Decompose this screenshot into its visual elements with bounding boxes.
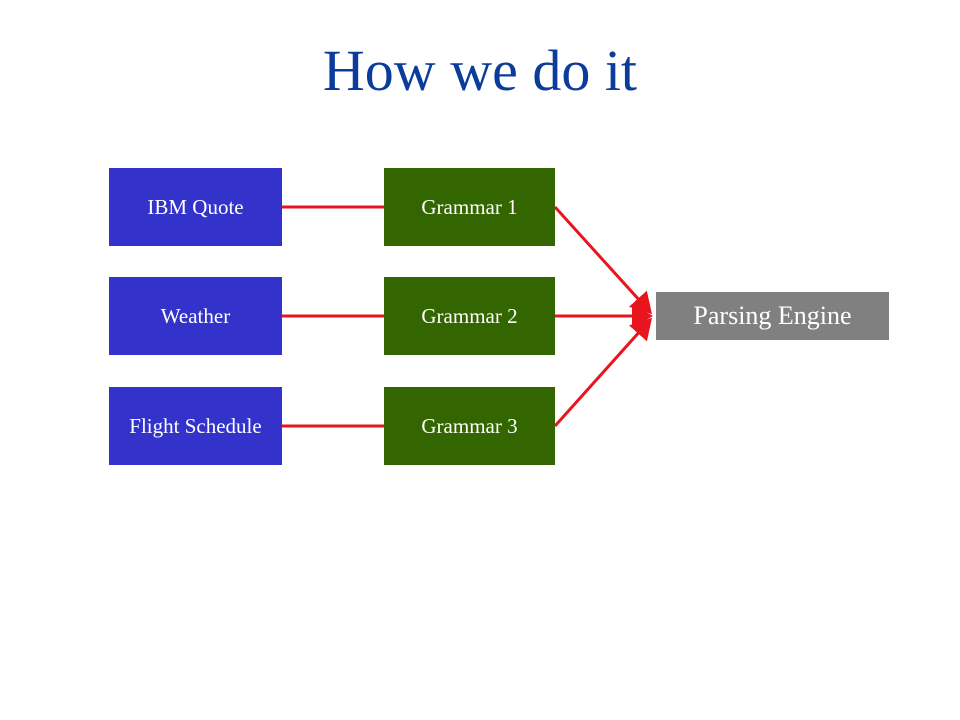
source-box-flight-schedule: Flight Schedule	[109, 387, 282, 465]
arrow-grammar-3-engine	[553, 317, 653, 428]
parsing-engine-box: Parsing Engine	[656, 292, 889, 340]
arrow-grammar-1-engine	[553, 205, 653, 315]
grammar-box-1: Grammar 1	[384, 168, 555, 246]
source-box-ibm-quote: IBM Quote	[109, 168, 282, 246]
grammar-box-3: Grammar 3	[384, 387, 555, 465]
source-box-weather: Weather	[109, 277, 282, 355]
slide-title: How we do it	[322, 38, 638, 103]
grammar-box-2: Grammar 2	[384, 277, 555, 355]
